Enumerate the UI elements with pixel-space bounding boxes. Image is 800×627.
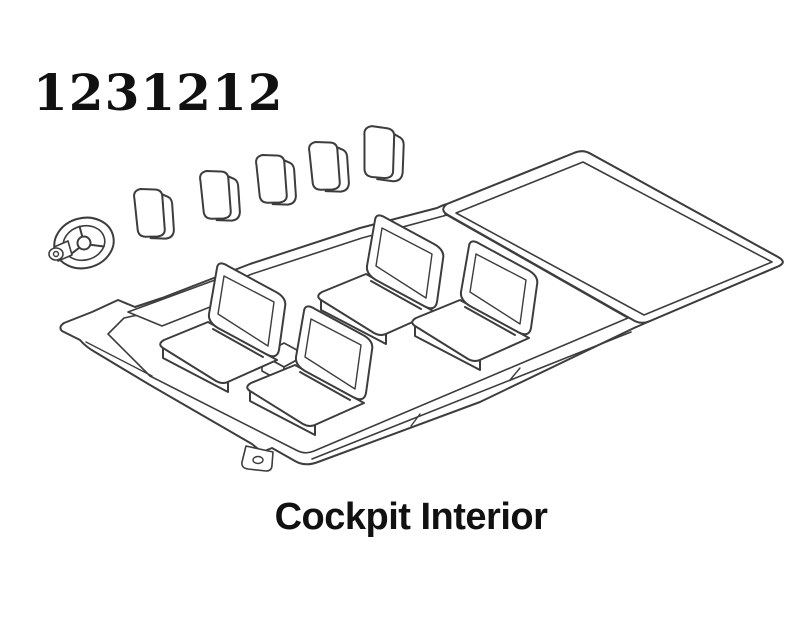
seats [159, 214, 539, 436]
headrest-4 [307, 137, 352, 196]
part-number: 1231212 [33, 63, 284, 122]
headrest-3 [254, 150, 299, 209]
rear-deck-panel [443, 151, 783, 323]
headrest-parts [132, 125, 405, 243]
headrest-2 [198, 166, 243, 225]
headrest-5 [363, 125, 405, 183]
headrest-1 [132, 184, 177, 243]
diagram-caption: Cockpit Interior [274, 496, 548, 538]
steering-wheel [49, 211, 120, 275]
